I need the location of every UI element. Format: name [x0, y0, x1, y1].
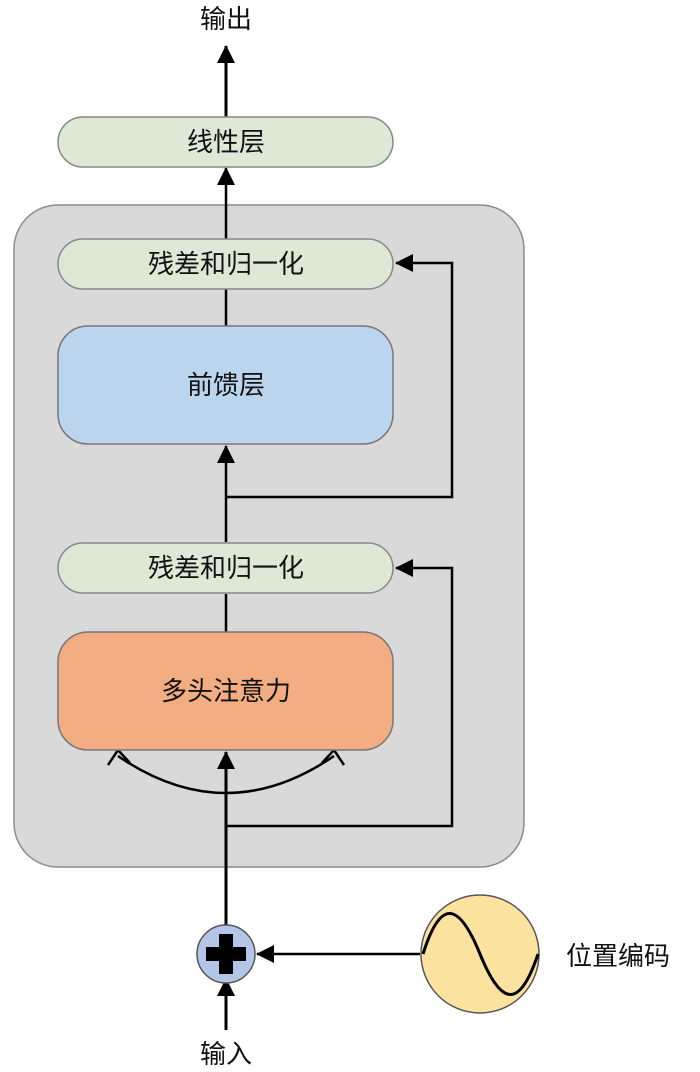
residual-connection-top — [226, 254, 454, 499]
linear-layer-label: 线性层 — [187, 128, 265, 158]
residual-connection-bottom — [226, 559, 454, 828]
multi-head-attention-box — [57, 631, 394, 751]
plus-icon — [206, 934, 246, 974]
add-norm-bottom-label: 残差和归一化 — [148, 554, 304, 584]
add-norm-bottom-box — [57, 542, 394, 594]
input-label: 输入 — [200, 1040, 252, 1070]
feed-forward-box — [57, 325, 394, 445]
output-label: 输出 — [200, 5, 252, 35]
add-norm-top-box — [57, 238, 394, 290]
add-norm-top-label: 残差和归一化 — [148, 250, 304, 280]
sine-wave-icon — [421, 912, 540, 996]
multi-head-attention-label: 多头注意力 — [161, 677, 291, 707]
attention-input-curve — [117, 754, 335, 795]
positional-encoding-label: 位置编码 — [566, 942, 670, 972]
encoder-block — [13, 204, 525, 868]
linear-layer-box — [57, 116, 394, 168]
feed-forward-label: 前馈层 — [187, 371, 265, 401]
